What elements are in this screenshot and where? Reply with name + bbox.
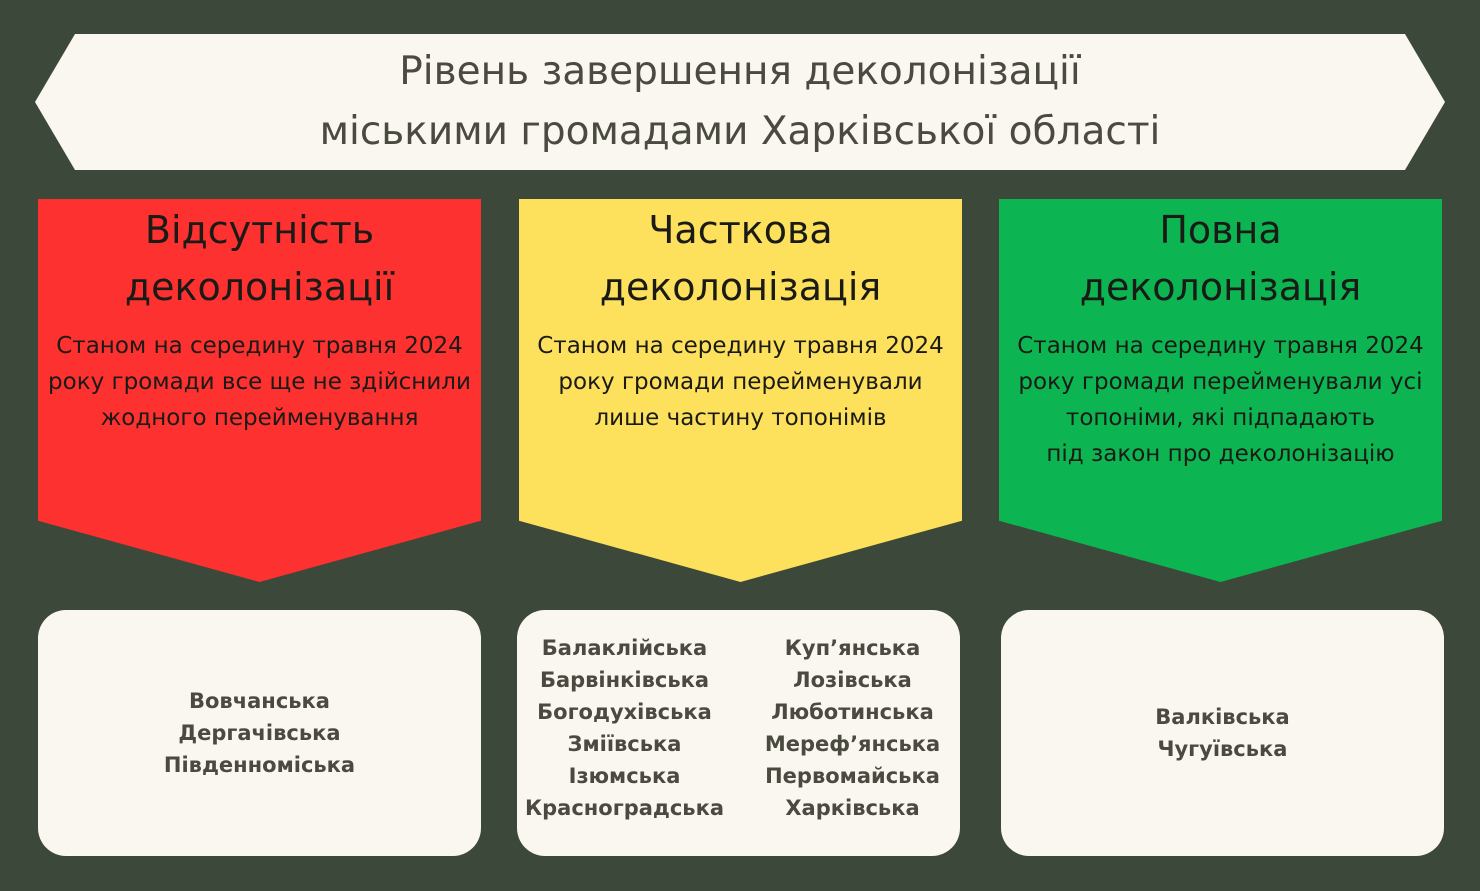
column-title-line: Повна [1159, 208, 1282, 252]
column-title-line: деколонізації [124, 265, 395, 309]
community-name: Мереф’янська [764, 732, 941, 756]
description-line: Станом на середину травня 2024 [56, 333, 463, 359]
communities-card-full: Валківська Чугуївська [1001, 610, 1444, 856]
title-banner: Рівень завершення деколонізації міськими… [35, 34, 1445, 170]
community-name: Куп’янська [784, 636, 921, 660]
description-line: Станом на середину травня 2024 [537, 333, 944, 359]
community-name: Балаклійська [541, 636, 708, 660]
community-name: Красноградська [524, 796, 725, 820]
title-line-2: міськими громадами Харківської області [319, 109, 1161, 154]
column-title-line: Часткова [648, 208, 833, 252]
community-name: Барвінківська [539, 668, 710, 692]
column-description: Станом на середину травня 2024 року гром… [999, 328, 1442, 472]
community-list-right: Куп’янська Лозівська Люботинська Мереф’я… [753, 632, 953, 824]
communities-card-none: Вовчанська Дергачівська Південноміська [38, 610, 481, 856]
column-title-line: деколонізація [1079, 265, 1362, 309]
communities-card-partial: Балаклійська Барвінківська Богодухівська… [517, 610, 960, 856]
community-list: Вовчанська Дергачівська Південноміська [164, 685, 355, 781]
community-list: Валківська Чугуївська [1155, 701, 1289, 765]
community-name: Зміївська [567, 732, 682, 756]
community-name: Богодухівська [537, 700, 712, 724]
community-name: Лозівська [793, 668, 912, 692]
title-line-1: Рівень завершення деколонізації [399, 49, 1081, 94]
description-line: жодного перейменування [100, 405, 419, 431]
community-name: Первомайська [765, 764, 940, 788]
column-title: Повна деколонізація [999, 202, 1442, 316]
community-list-left: Балаклійська Барвінківська Богодухівська… [525, 632, 725, 824]
column-title-line: деколонізація [599, 265, 882, 309]
column-title-line: Відсутність [144, 208, 375, 252]
column-description: Станом на середину травня 2024 року гром… [519, 328, 962, 436]
community-name: Ізюмська [568, 764, 681, 788]
column-no-decolonization: Відсутність деколонізації Станом на сере… [38, 199, 481, 582]
community-name: Чугуївська [1157, 737, 1288, 761]
column-description: Станом на середину травня 2024 року гром… [38, 328, 481, 436]
description-line: лише частину топонімів [594, 405, 887, 431]
community-name: Дергачівська [178, 721, 341, 745]
community-name: Люботинська [771, 700, 934, 724]
community-name: Південноміська [163, 753, 356, 777]
column-full-decolonization: Повна деколонізація Станом на середину т… [999, 199, 1442, 582]
column-title: Відсутність деколонізації [38, 202, 481, 316]
description-line: року громади перейменували усі [1018, 369, 1423, 395]
description-line: під закон про деколонізацію [1046, 441, 1395, 467]
description-line: топоніми, які підпадають [1065, 405, 1376, 431]
community-name: Харківська [785, 796, 920, 820]
community-name: Вовчанська [189, 689, 330, 713]
description-line: року громади все ще не здійснили [48, 369, 471, 395]
description-line: року громади перейменували [558, 369, 923, 395]
column-partial-decolonization: Часткова деколонізація Станом на середин… [519, 199, 962, 582]
column-title: Часткова деколонізація [519, 202, 962, 316]
community-name: Валківська [1155, 705, 1290, 729]
description-line: Станом на середину травня 2024 [1017, 333, 1424, 359]
